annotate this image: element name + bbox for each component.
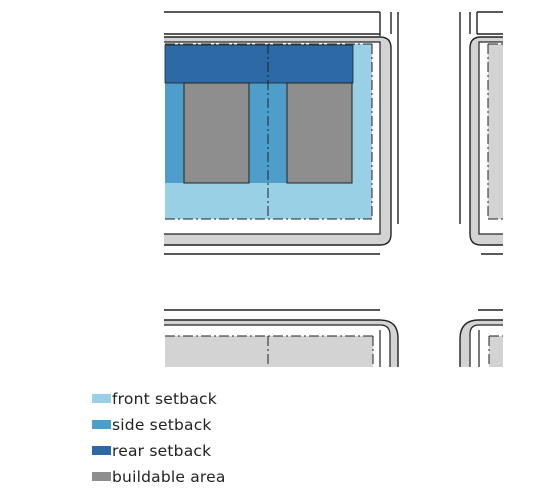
legend-label-rear-setback: rear setback <box>112 442 212 460</box>
legend-label-front-setback: front setback <box>112 390 217 408</box>
legend: front setback side setback rear setback … <box>92 388 352 492</box>
side-setback-area-left-lot-2 <box>249 82 287 183</box>
buildable-area-lot-2 <box>286 82 353 184</box>
side-setback-area-left-lot-1 <box>165 82 184 183</box>
lot-area <box>489 336 503 367</box>
legend-swatch-front-setback <box>92 394 111 403</box>
buildable-area-lot-1 <box>183 82 250 184</box>
legend-label-side-setback: side setback <box>112 416 212 434</box>
block-lower-right <box>459 309 503 367</box>
legend-item-front-setback: front setback <box>92 388 352 414</box>
lot-area <box>488 44 503 219</box>
lot-area <box>165 336 373 367</box>
rear-setback-area <box>164 44 354 84</box>
lot-setback-diagram <box>164 11 503 367</box>
legend-swatch-rear-setback <box>92 446 111 455</box>
legend-item-side-setback: side setback <box>92 414 352 440</box>
legend-swatch-buildable-area <box>92 472 111 481</box>
block-upper-right <box>459 11 503 255</box>
legend-item-rear-setback: rear setback <box>92 440 352 466</box>
legend-item-buildable-area: buildable area <box>92 466 352 492</box>
legend-label-buildable-area: buildable area <box>112 468 226 486</box>
block-lower-left <box>164 309 399 367</box>
block-upper-left <box>164 11 399 255</box>
legend-swatch-side-setback <box>92 420 111 429</box>
